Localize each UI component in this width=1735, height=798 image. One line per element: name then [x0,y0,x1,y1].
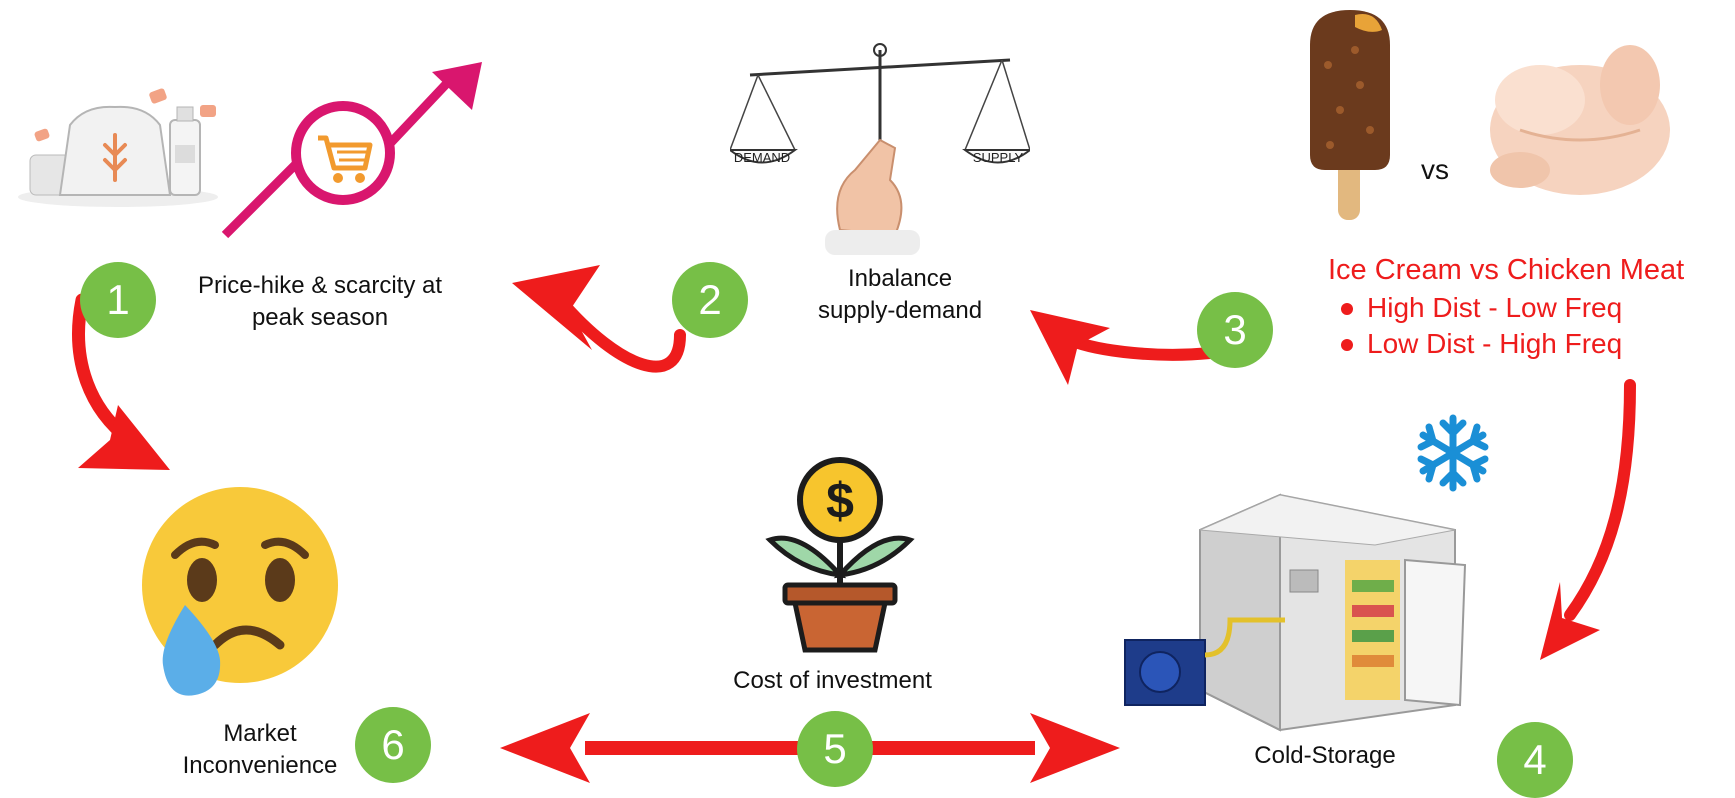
scale-label-supply: SUPPLY [973,150,1024,165]
scale-label-demand: DEMAND [734,150,790,165]
ice-cream-icon [1310,10,1390,220]
step-badge-1: 1 [80,262,156,338]
arrow-1-head [78,405,170,470]
step-2-label-line2: supply-demand [817,297,983,324]
step-badge-5: 5 [797,711,873,787]
vs-text: vs [1421,154,1449,185]
step-2-label: Inbalance supply-demand [780,263,1020,327]
arrow-2-to-1 [554,294,686,373]
step-2-label-line1: Inbalance [847,265,953,292]
arrow-4-head [1540,582,1600,660]
step-badge-2: 2 [672,262,748,338]
snowflake-icon [1417,414,1489,492]
bullet-item: High Dist - Low Freq [1340,290,1622,326]
arrow-3-head [1030,310,1110,385]
bullet-item: Low Dist - High Freq [1340,326,1622,362]
arrow-5-right-head [1030,713,1120,783]
step-3-bullets: High Dist - Low Freq Low Dist - High Fre… [1337,290,1622,362]
step-badge-3: 3 [1197,292,1273,368]
step-5-label: Cost of investment [733,667,932,694]
step-3-heading: Ice Cream vs Chicken Meat [1328,254,1685,286]
groceries-icon [18,88,218,207]
arrow-5-left-head [500,713,590,783]
trend-cart-icon [221,62,482,239]
arrow-3-to-2 [1064,334,1216,361]
step-4-label: Cold-Storage [1254,742,1396,769]
balance-scale-icon: DEMAND SUPPLY [730,43,1030,255]
arrow-2-head [512,265,600,350]
step-badge-6: 6 [355,707,431,783]
arrow-text-to-4 [1564,379,1636,621]
step-badge-4: 4 [1497,722,1573,798]
money-plant-icon: $ [765,457,915,653]
step-6-label-line1: Market [223,720,297,747]
cold-storage-icon [1124,493,1467,732]
sad-face-icon [142,487,338,696]
step-6-label: Market Inconvenience [160,718,360,782]
chicken-icon [1490,45,1670,195]
svg-text:$: $ [826,473,854,529]
step-1-label: Price-hike & scarcity at peak season [197,272,443,331]
step-6-label-line2: Inconvenience [182,752,338,779]
